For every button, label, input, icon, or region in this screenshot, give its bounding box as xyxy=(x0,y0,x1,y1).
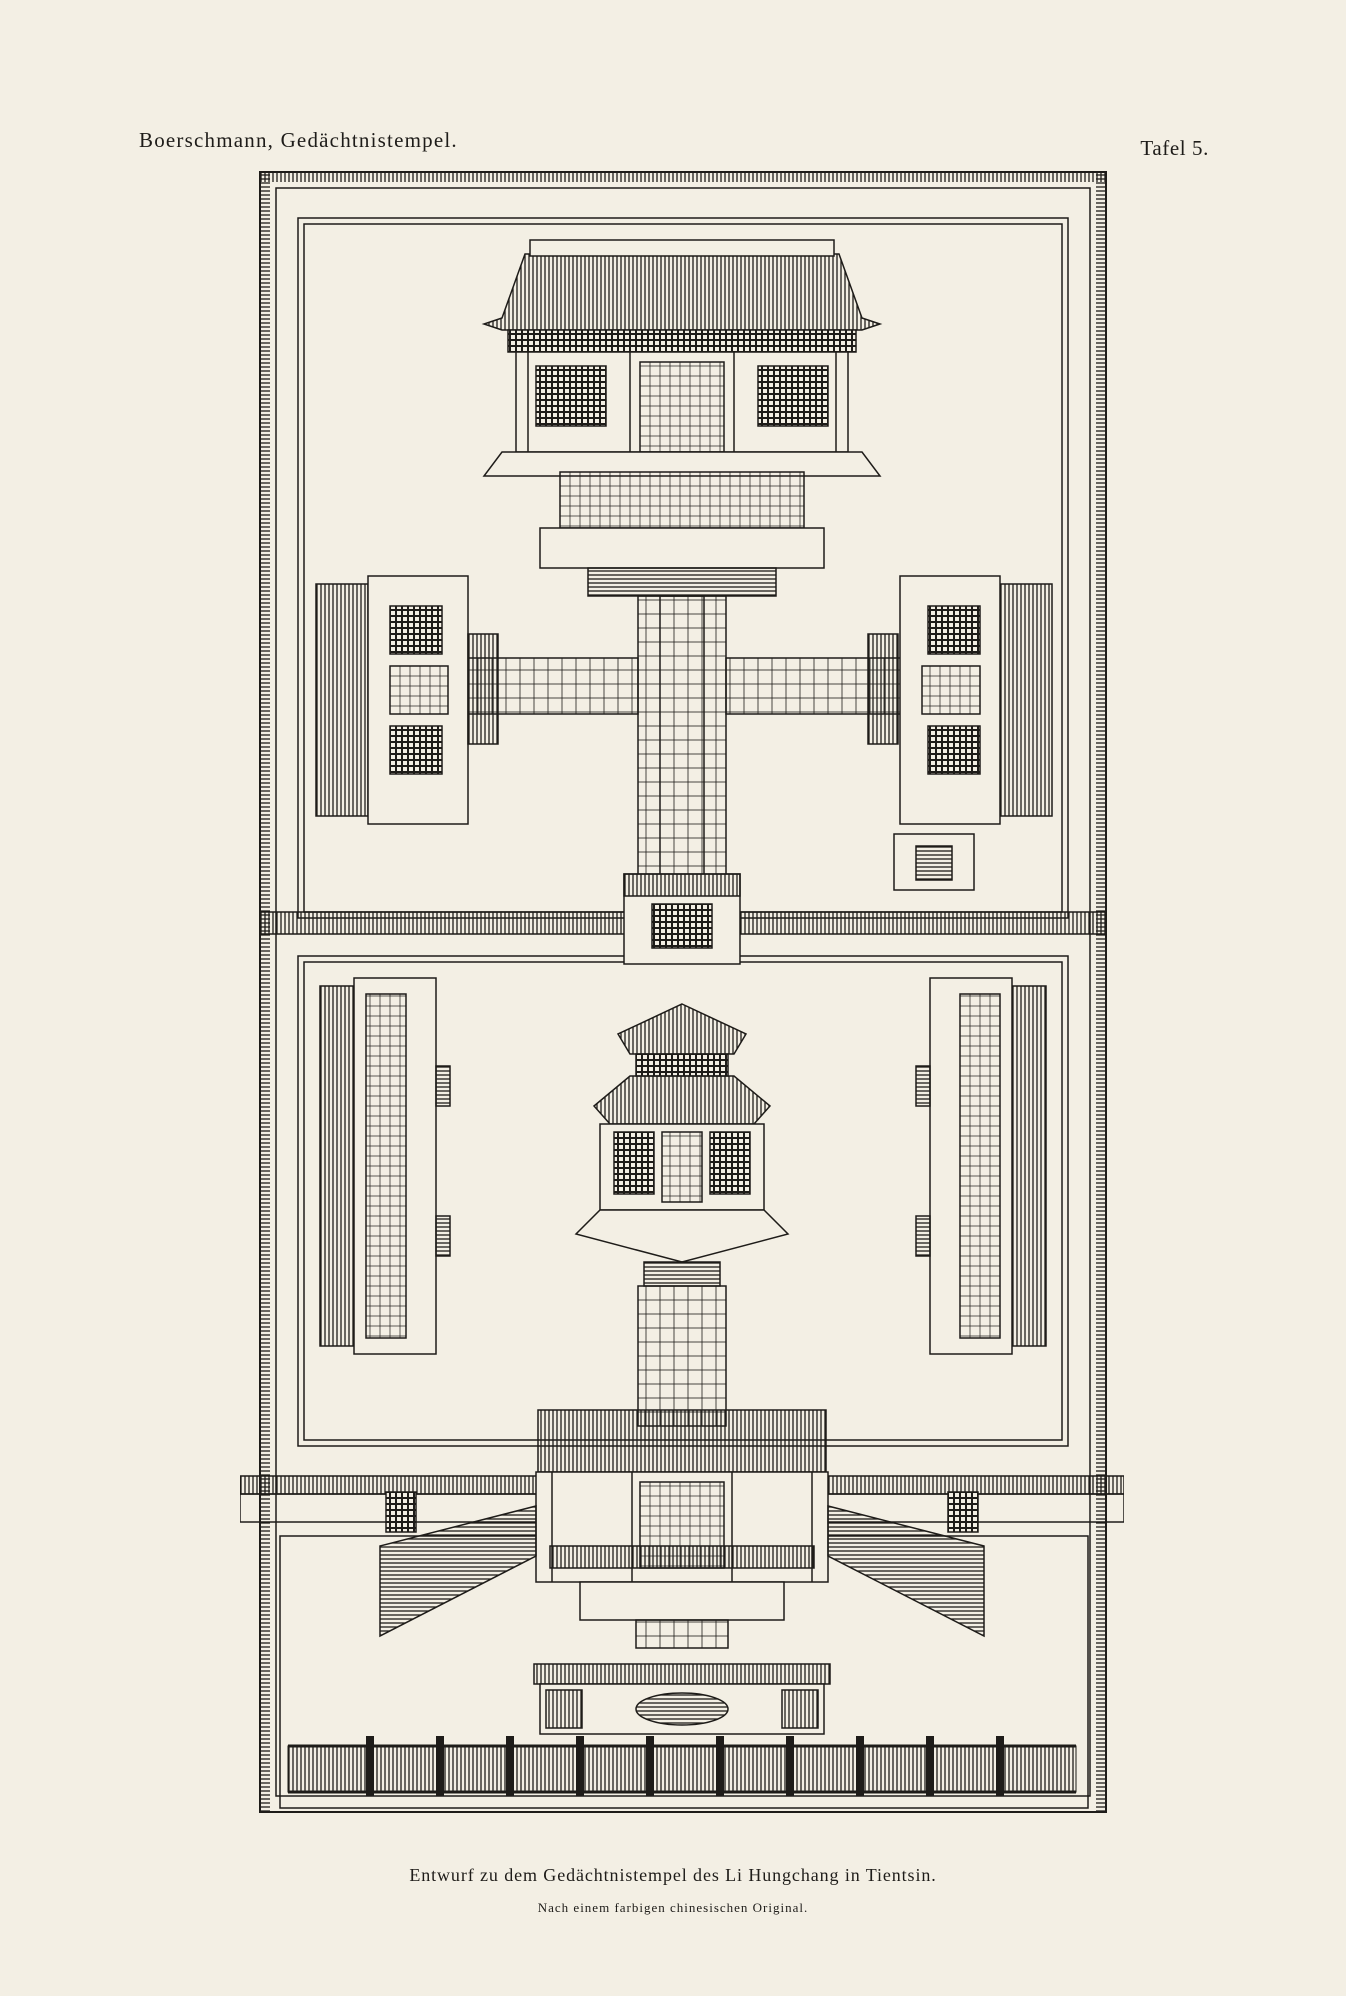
east-side-hall-upper xyxy=(867,575,1053,891)
central-walkway-lower xyxy=(637,1285,727,1427)
west-side-hall-upper xyxy=(315,575,499,825)
temple-plan-illustration xyxy=(240,166,1124,1830)
front-gate-hall xyxy=(379,1409,985,1649)
west-side-hall-lower xyxy=(319,977,451,1355)
running-head-plate-number: Tafel 5. xyxy=(1140,136,1209,160)
middle-gate xyxy=(623,873,741,965)
front-railing xyxy=(287,1736,1077,1796)
plate-caption: Entwurf zu dem Gedächtnistempel des Li H… xyxy=(409,1865,937,1885)
spirit-screen xyxy=(533,1663,831,1735)
central-walkway-upper xyxy=(439,595,927,903)
running-head-author-title: Boerschmann, Gedächtnistempel. xyxy=(139,128,458,152)
plate-subcaption: Nach einem farbigen chinesischen Origina… xyxy=(537,1900,809,1915)
east-side-hall-lower xyxy=(915,977,1047,1355)
main-hall xyxy=(481,239,883,597)
hexagonal-pavilion xyxy=(574,1003,790,1287)
